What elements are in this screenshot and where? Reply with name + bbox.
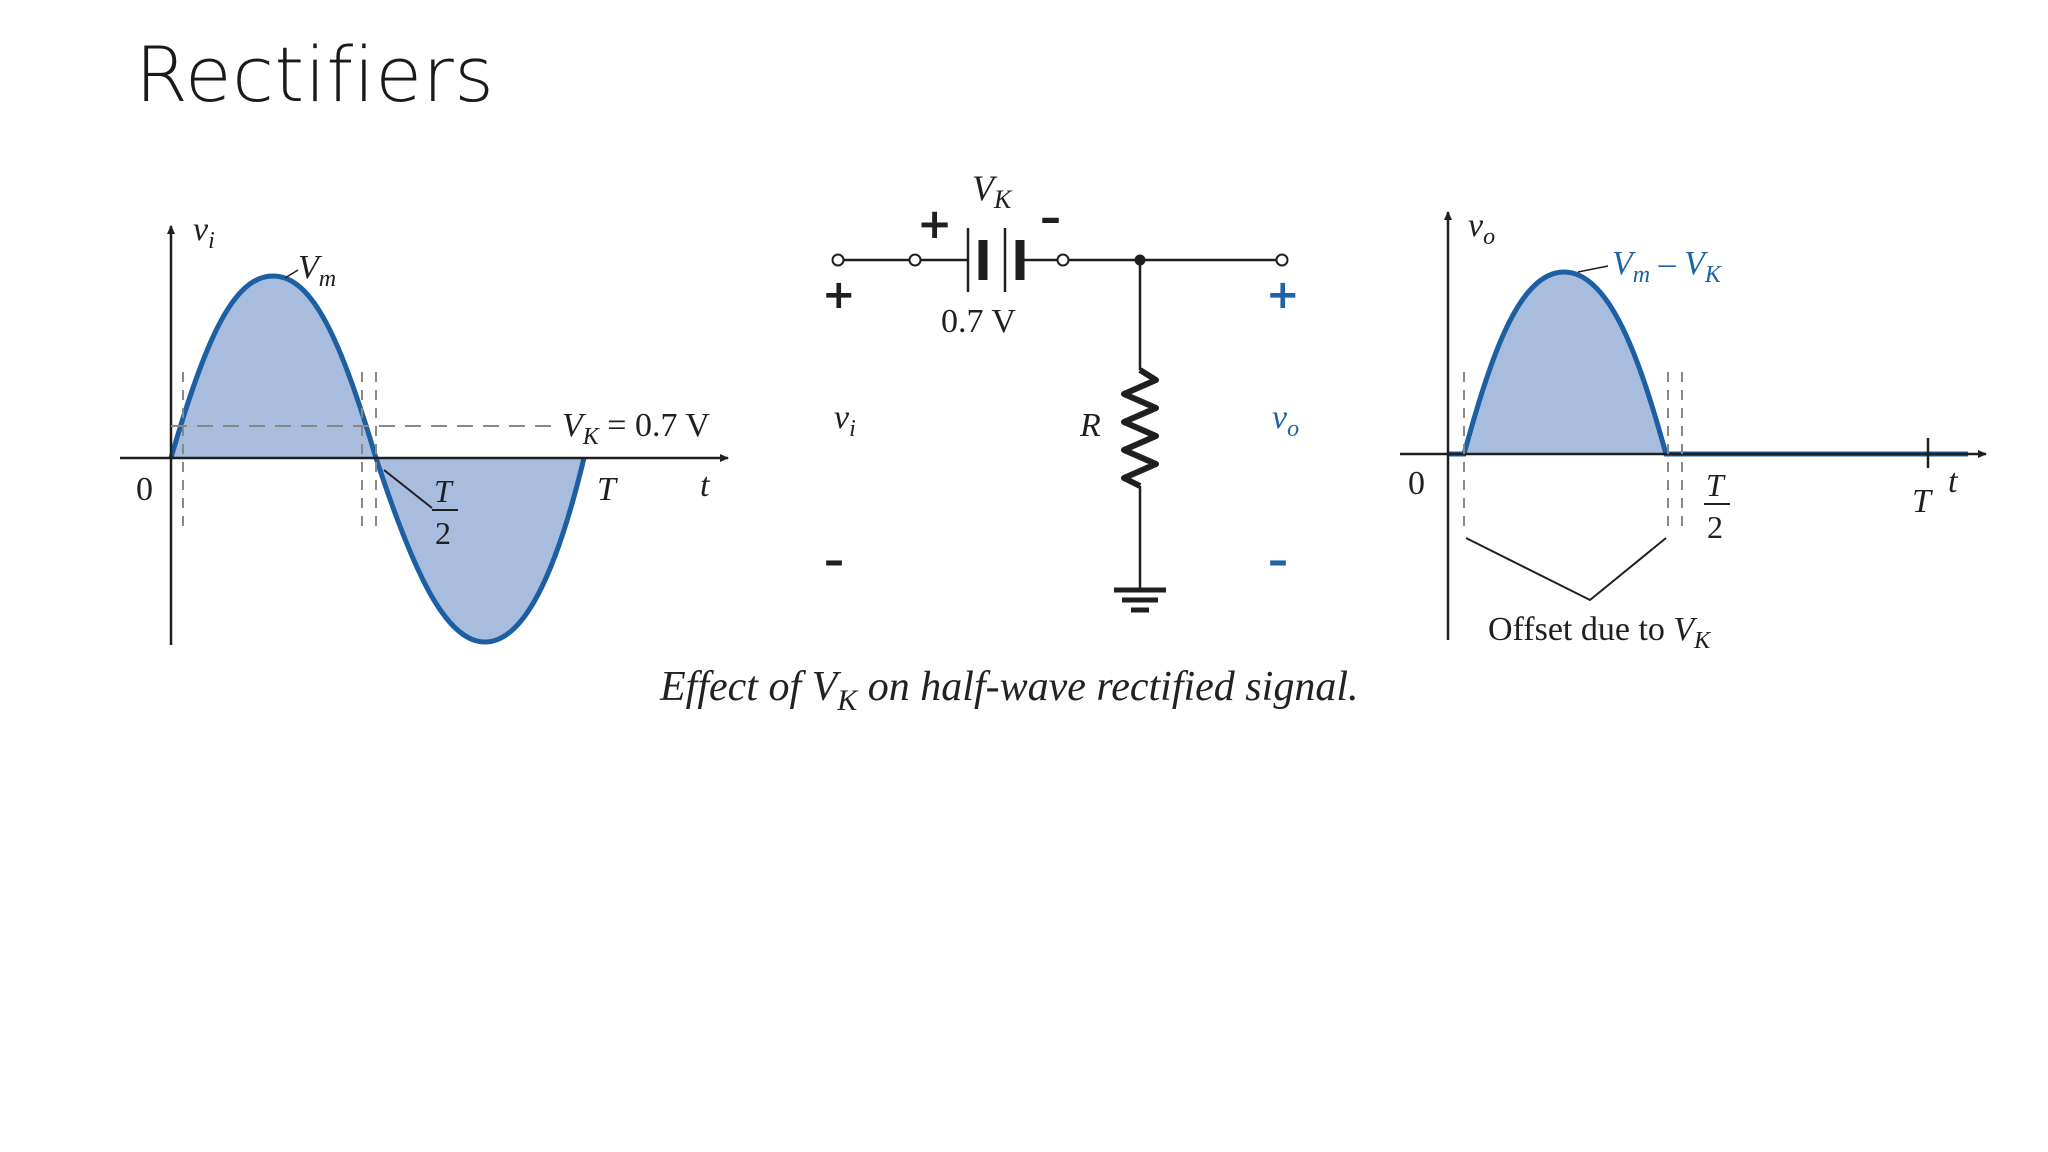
- output-half-period-den: 2: [1707, 509, 1723, 545]
- input-terminal: [831, 253, 845, 267]
- vo-label: vo: [1272, 399, 1299, 442]
- input-minus-sign: –: [824, 538, 844, 584]
- resistor-label: R: [1079, 407, 1101, 444]
- vi-label: vi: [834, 399, 856, 442]
- output-peak-label: Vm – VK: [1612, 245, 1723, 288]
- output-half-period-num: T: [1706, 467, 1726, 503]
- input-plus-sign: +: [822, 272, 856, 318]
- input-peak-label: Vm: [298, 249, 336, 292]
- battery-plus-sign: +: [917, 199, 952, 248]
- input-vk-label: VK = 0.7 V: [562, 407, 710, 450]
- output-minus-sign: –: [1268, 538, 1288, 584]
- output-y-axis-label: vo: [1468, 207, 1495, 250]
- slide-title: Rectifiers: [135, 30, 495, 119]
- input-half-period-den: 2: [435, 515, 451, 551]
- input-origin-label: 0: [136, 471, 153, 508]
- output-origin-label: 0: [1408, 465, 1425, 502]
- output-plus-sign: +: [1266, 272, 1300, 318]
- rectifier-circuit: VK + – 0.7 V + – vi R + – vo: [822, 168, 1300, 613]
- input-half-period-num: T: [434, 473, 454, 509]
- offset-pointer-lines: [1465, 537, 1667, 602]
- output-waveform-plot: vo Vm – VK 0 T 2 T t Offset due to VK: [1400, 207, 1987, 654]
- resistor-zigzag: [1121, 367, 1159, 489]
- input-half-period-pointer: [383, 469, 433, 509]
- figure-caption: Effect of VK on half-wave rectified sign…: [659, 664, 1359, 717]
- offset-label: Offset due to VK: [1488, 611, 1712, 654]
- input-y-axis-label: vi: [193, 211, 215, 254]
- input-waveform-plot: vi Vm 0 VK = 0.7 V T 2 T t: [120, 211, 729, 645]
- output-t-axis-label: t: [1948, 463, 1959, 500]
- output-peak-pointer: [1577, 265, 1609, 273]
- output-period-label: T: [1912, 483, 1933, 520]
- battery-minus-sign: –: [1040, 193, 1061, 242]
- battery-terminal: [1056, 253, 1070, 267]
- input-t-axis-label: t: [700, 467, 711, 504]
- battery-terminal: [908, 253, 922, 267]
- output-terminal: [1275, 253, 1289, 267]
- input-peak-pointer: [284, 269, 299, 279]
- battery-vk-label: VK: [972, 168, 1013, 214]
- output-half-wave-curve: [1448, 269, 1968, 457]
- input-period-label: T: [597, 471, 618, 508]
- battery-value-label: 0.7 V: [941, 303, 1016, 340]
